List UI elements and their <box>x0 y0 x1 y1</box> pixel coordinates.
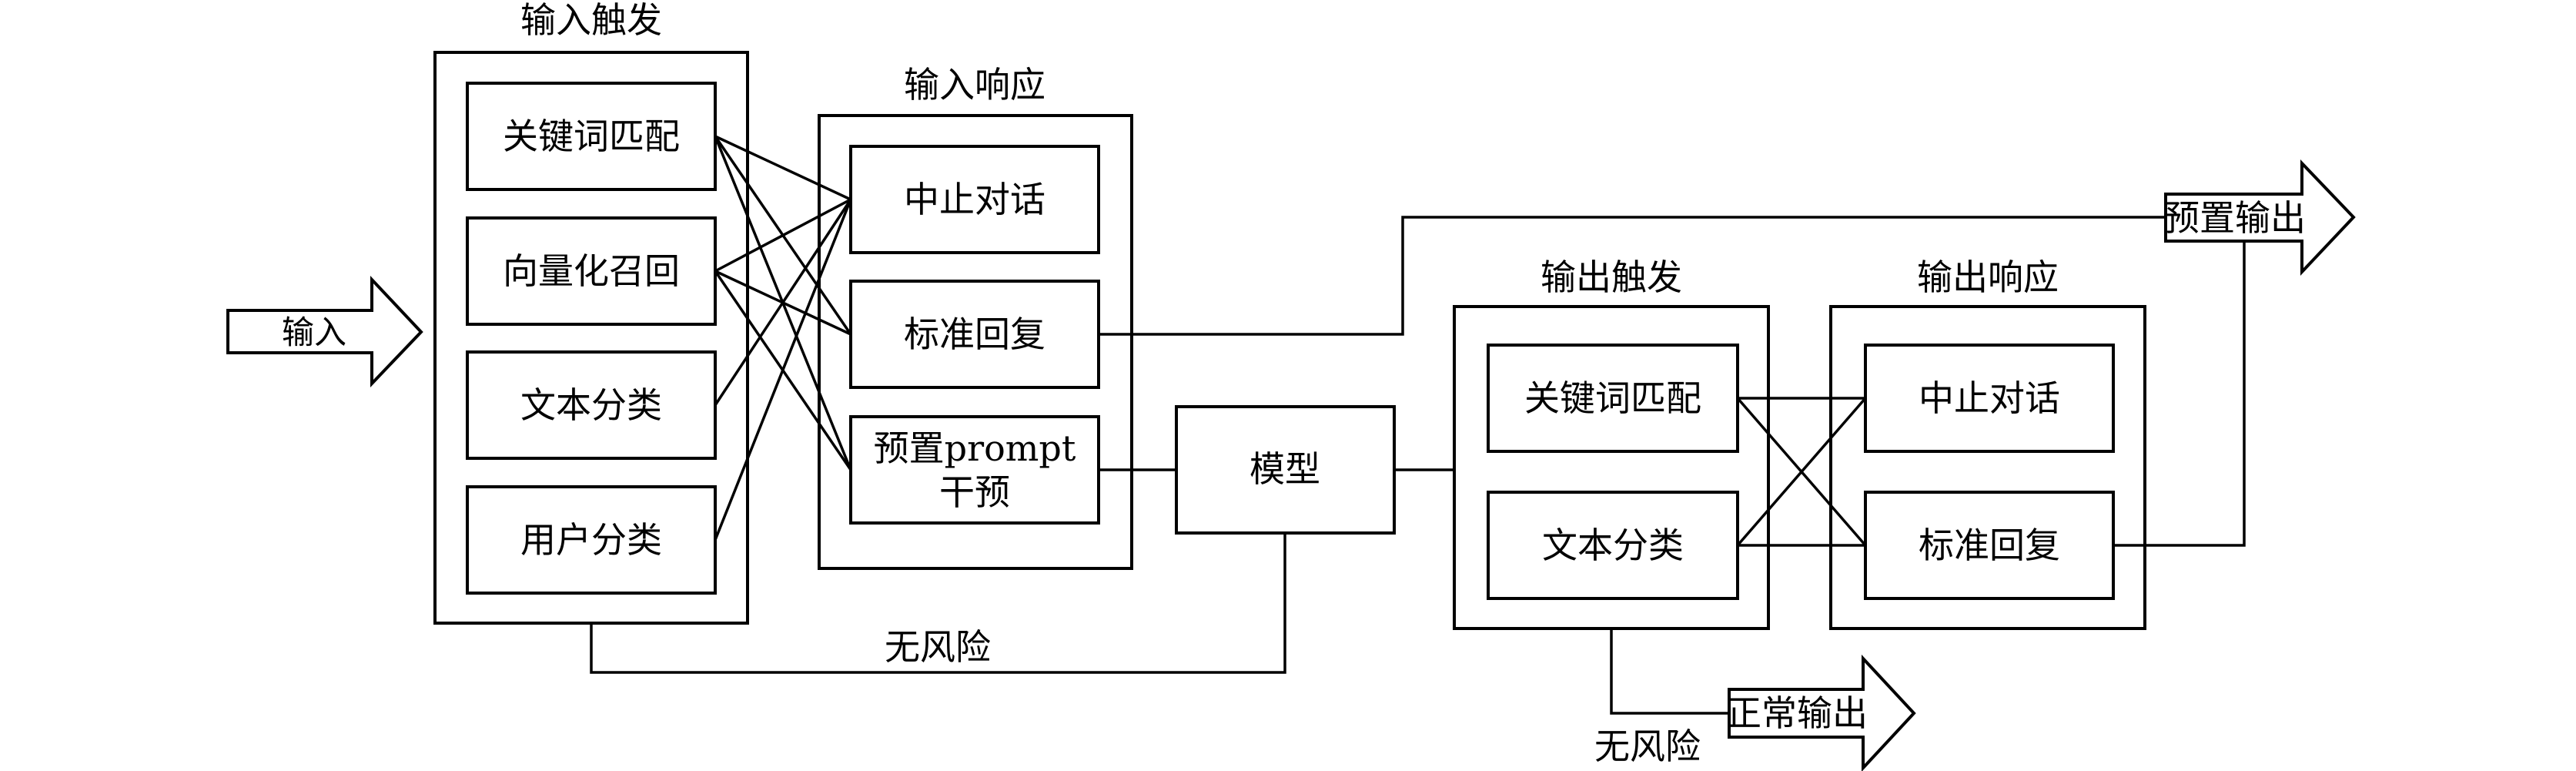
preset-output-arrow <box>2164 159 2356 277</box>
input-trigger-response-connectors <box>714 135 852 541</box>
normal-output-arrow <box>1728 654 1916 771</box>
standard-reply-to-preset-output-connector <box>1099 216 2166 336</box>
no-risk-bottom-label: 无风险 <box>885 626 991 668</box>
input-trigger-user-class-label: 用户分类 <box>520 519 662 561</box>
input-response-standard-label: 标准回复 <box>904 313 1045 355</box>
input-trigger-vector-label: 向量化召回 <box>503 250 680 292</box>
output-trigger-text-class-label: 文本分类 <box>1542 525 1684 566</box>
output-trigger-keyword-label: 关键词匹配 <box>1524 377 1701 419</box>
output-trigger-group <box>1453 305 1770 630</box>
input-label: 输入 <box>282 313 346 351</box>
input-response-prompt-label-2: 干预 <box>939 471 1010 513</box>
normal-output-label: 正常输出 <box>1726 692 1868 734</box>
input-response-stop-label: 中止对话 <box>904 179 1045 220</box>
input-arrow <box>226 275 423 387</box>
output-standard-to-preset-output-connector <box>2113 241 2246 547</box>
output-response-standard-label: 标准回复 <box>1919 525 2060 566</box>
output-response-stop-label: 中止对话 <box>1919 377 2060 419</box>
input-response-group <box>818 114 1133 570</box>
preset-output-label: 预置输出 <box>2164 197 2306 239</box>
no-risk-output-label: 无风险 <box>1594 726 1701 767</box>
no-risk-normal-output-connector <box>1610 629 1729 715</box>
no-risk-bypass-connector <box>590 533 1286 674</box>
output-trigger-title: 输出触发 <box>1541 256 1682 298</box>
input-trigger-title: 输入触发 <box>520 0 662 41</box>
input-response-prompt-label-1: 预置prompt <box>874 427 1076 469</box>
output-trigger-response-connectors <box>1736 397 1867 547</box>
output-response-title: 输出响应 <box>1917 256 2059 298</box>
input-response-title: 输入响应 <box>904 64 1045 106</box>
model-label: 模型 <box>1250 448 1320 490</box>
input-trigger-keyword-label: 关键词匹配 <box>503 116 680 157</box>
output-response-group <box>1829 305 2146 630</box>
input-trigger-text-class-label: 文本分类 <box>520 384 662 426</box>
